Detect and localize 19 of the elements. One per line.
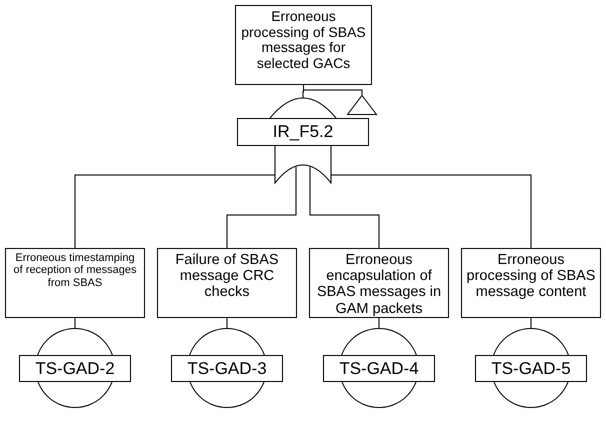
connector-line [74,318,76,328]
connector-line [378,318,380,328]
event-id-label: TS-GAD-3 [171,355,283,382]
connector-line [330,174,532,248]
event-box: Erroneous processing of SBAS message content [461,248,601,318]
connector-line [74,174,276,248]
event-box: Erroneous processing of SBAS messages for selected GACs [235,5,372,85]
event-box: Erroneous encapsulation of SBAS messages in GAM packets [309,248,449,318]
connector-line [303,84,362,96]
connector-line [530,318,532,328]
gate-id-label: IR_F5.2 [237,118,369,146]
connector-line [226,166,296,248]
connector-line [226,318,228,328]
event-id-label: TS-GAD-2 [19,355,131,382]
event-id-label: TS-GAD-4 [323,355,435,382]
event-box: Erroneous timestamping of reception of messages from SBAS [5,248,145,318]
event-box: Failure of SBAS message CRC checks [157,248,297,318]
connector-line [310,166,380,248]
event-id-label: TS-GAD-5 [475,355,587,382]
